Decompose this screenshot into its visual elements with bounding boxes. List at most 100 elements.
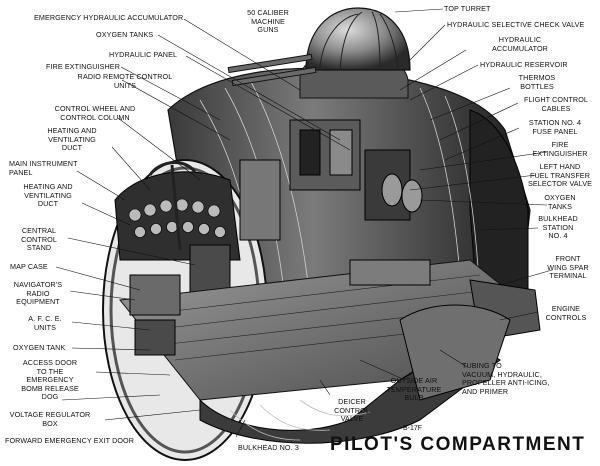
label-navigator-radio-line1: NAVIGATOR'S <box>13 280 63 289</box>
label-tubing-line4: AND PRIMER <box>462 386 509 396</box>
label-hydraulic-accumulator-line2: ACCUMULATOR <box>492 43 548 53</box>
label-outside-air-bulb: OUTSIDE AIR TEMPERATURE BULB <box>384 376 444 403</box>
label-hydraulic-panel: HYDRAULIC PANEL <box>109 50 178 59</box>
label-fire-extinguisher-left: FIRE EXTINGUISHER <box>46 62 120 71</box>
label-caliber-line2: MACHINE <box>251 16 285 26</box>
label-deicer-line3: VALVE <box>340 414 364 424</box>
label-oxygen-tanks-right: OXYGEN TANKS <box>535 193 585 211</box>
label-main-instrument-panel: MAIN INSTRUMENT PANEL <box>9 159 78 177</box>
label-tubing-line1: TUBING TO <box>462 361 502 370</box>
label-control-wheel-line1: CONTROL WHEEL AND <box>54 104 136 113</box>
machine-guns <box>227 53 317 87</box>
label-oxygen-tanks-right-line1: OXYGEN <box>544 193 576 202</box>
label-heating-duct-b-line1: HEATING AND <box>23 182 73 191</box>
label-flight-cables-line1: FLIGHT CONTROL <box>524 95 588 104</box>
label-station4-fuse-line1: STATION No. 4 <box>528 118 582 127</box>
label-access-door-line2: TO THE <box>36 366 64 376</box>
label-radio-remote-control-line1: RADIO REMOTE CONTROL <box>77 72 173 81</box>
label-50-caliber-guns: 50 CALIBER MACHINE GUNS <box>238 8 298 35</box>
label-afce-line2: UNITS <box>33 322 57 332</box>
turret-frames <box>319 11 399 71</box>
label-bulkhead-station-line1: BULKHEAD <box>538 214 578 223</box>
label-oxygen-tanks-right-line2: TANKS <box>548 201 572 211</box>
label-outside-air-line3: BULB <box>404 393 424 403</box>
label-central-control-stand: CENTRAL CONTROL STAND <box>14 226 64 253</box>
label-hydraulic-reservoir: HYDRAULIC RESERVOIR <box>480 60 568 69</box>
label-access-door-line4: BOMB RELEASE <box>21 383 79 393</box>
label-access-door-line1: ACCESS DOOR <box>22 358 78 367</box>
label-tubing-line3: PROPELLER ANTI-ICING, <box>462 378 550 388</box>
aircraft-model: B-17F <box>403 425 423 432</box>
leader-lines <box>55 8 553 438</box>
label-heating-duct-b-line2: VENTILATING <box>24 190 72 200</box>
label-wing-spar-line3: TERMINAL <box>549 271 587 281</box>
label-tubing-line2: VACUUM, HYDRAULIC, <box>462 369 542 379</box>
label-map-case: MAP CASE <box>10 262 48 271</box>
diagram-title: PILOT'S COMPARTMENT <box>330 434 586 455</box>
label-central-control-line2: CONTROL <box>21 234 57 244</box>
label-forward-exit-door: FORWARD EMERGENCY EXIT DOOR <box>5 436 135 445</box>
label-heating-duct-b: HEATING AND VENTILATING DUCT <box>12 182 84 209</box>
label-navigator-radio-line3: EQUIPMENT <box>16 297 60 307</box>
label-deicer-line2: CONTROL <box>334 405 370 415</box>
lower-ribs <box>229 399 371 441</box>
label-heating-duct-a-line1: HEATING AND <box>47 126 97 135</box>
label-control-wheel: CONTROL WHEEL AND CONTROL COLUMN <box>40 104 150 122</box>
label-access-door: ACCESS DOOR TO THE EMERGENCY BOMB RELEAS… <box>10 358 90 402</box>
label-flight-control-cables: FLIGHT CONTROL CABLES <box>518 95 594 113</box>
label-radio-remote-control-line2: UNITS <box>113 80 137 90</box>
label-station4-fuse-panel: STATION No. 4 FUSE PANEL <box>520 118 590 136</box>
label-voltage-regulator: VOLTAGE REGULATOR BOX <box>5 410 95 428</box>
label-main-instrument-line1: MAIN INSTRUMENT <box>9 159 78 168</box>
label-afce-units: A. F. C. E. UNITS <box>20 314 70 332</box>
label-heating-duct-b-line3: DUCT <box>37 199 59 209</box>
label-radio-remote-control: RADIO REMOTE CONTROL UNITS <box>60 72 190 90</box>
label-afce-line1: A. F. C. E. <box>28 314 62 323</box>
label-navigator-radio-line2: RADIO <box>26 288 50 298</box>
label-fuel-transfer-line1: LEFT HAND <box>539 162 581 171</box>
label-bulkhead-station-4: BULKHEAD STATION No. 4 <box>530 214 586 241</box>
label-oxygen-tanks-top: OXYGEN TANKS <box>96 30 154 39</box>
label-front-wing-spar: FRONT WING SPAR TERMINAL <box>540 254 596 281</box>
label-tubing: TUBING TO VACUUM, HYDRAULIC, PROPELLER A… <box>462 361 550 396</box>
control-wheel <box>148 161 197 251</box>
label-outside-air-line1: OUTSIDE AIR <box>390 376 438 385</box>
label-caliber-line1: 50 CALIBER <box>247 8 289 17</box>
label-deicer-control-valve: DEICER CONTROL VALVE <box>330 397 374 424</box>
label-fuel-transfer-line2: FUEL TRANSFER <box>529 170 590 180</box>
label-engine-controls-line2: CONTROLS <box>545 312 587 322</box>
label-voltage-regulator-line2: BOX <box>42 418 58 428</box>
label-top-turret: TOP TURRET <box>444 4 491 13</box>
label-access-door-line3: EMERGENCY <box>26 375 74 385</box>
label-hydraulic-accumulator-line1: HYDRAULIC <box>498 35 542 44</box>
label-wing-spar-line1: FRONT <box>555 254 581 263</box>
label-navigator-radio: NAVIGATOR'S RADIO EQUIPMENT <box>10 280 66 307</box>
label-central-control-line1: CENTRAL <box>21 226 57 235</box>
cockpit-equipment <box>129 119 431 356</box>
label-thermos-bottles: THERMOS BOTTLES <box>505 73 569 91</box>
lower-right-structure <box>399 304 511 401</box>
label-caliber-line3: GUNS <box>257 25 279 35</box>
label-emergency-hydraulic-accumulator: EMERGENCY HYDRAULIC ACCUMULATOR <box>34 13 184 22</box>
label-wing-spar-line2: WING SPAR <box>547 262 589 272</box>
label-central-control-line3: STAND <box>26 243 52 253</box>
label-engine-controls: ENGINE CONTROLS <box>536 304 596 322</box>
label-flight-cables-line2: CABLES <box>541 103 571 113</box>
instrument-gauges <box>128 198 226 238</box>
label-voltage-regulator-line1: VOLTAGE REGULATOR <box>9 410 91 419</box>
label-thermos-line1: THERMOS <box>518 73 556 82</box>
label-hydraulic-accumulator: HYDRAULIC ACCUMULATOR <box>470 35 570 53</box>
label-fire-ext-right-line1: FIRE <box>551 140 569 149</box>
label-access-door-line5: DOG <box>41 392 59 402</box>
label-heating-duct-a-line2: VENTILATING <box>48 134 96 144</box>
label-station4-fuse-line2: FUSE PANEL <box>532 126 578 136</box>
label-bulkhead-station-line3: No. 4 <box>548 231 568 241</box>
label-thermos-line2: BOTTLES <box>520 81 554 91</box>
label-fire-ext-right-line2: EXTINGUISHER <box>532 148 588 158</box>
label-bulkhead-station-line2: STATION <box>542 222 574 232</box>
label-outside-air-line2: TEMPERATURE <box>386 384 442 394</box>
label-oxygen-tank: OXYGEN TANK <box>13 343 66 352</box>
label-heating-duct-a: HEATING AND VENTILATING DUCT <box>32 126 112 153</box>
